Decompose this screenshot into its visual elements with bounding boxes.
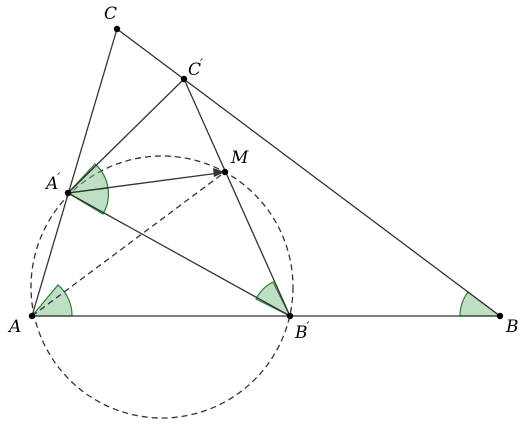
vector-arrowhead [213,168,225,177]
label-M: M [230,148,249,168]
label-B: B [505,317,519,337]
point-B-prime [286,312,294,320]
segment-CB [116,28,501,317]
label-C-prime: C′ [188,57,203,80]
point-A-prime [64,189,72,197]
point-C-prime [180,75,188,83]
vector-A-prime-M [67,172,220,194]
point-M [221,168,229,176]
dashed-circle [30,155,294,419]
angle-marker-at-B [459,291,502,317]
angle-marker-at-B-prime [255,281,292,318]
prime-mark-A: ′ [57,171,60,186]
point-C [113,25,121,33]
segment-A-prime-C-prime [67,78,185,194]
point-A [28,312,36,320]
prime-mark-C: ′ [200,57,203,72]
dashed-segment-AM [31,171,226,317]
segment-AC [31,28,118,317]
label-A-prime: A′ [44,171,60,194]
point-B [496,312,504,320]
segment-C-prime-B-prime [183,78,291,317]
label-B-prime: B′ [294,320,310,343]
segment-A-prime-B-prime [67,192,291,317]
label-C: C [104,4,117,24]
prime-mark-B: ′ [307,320,310,335]
label-A: A [7,317,21,337]
